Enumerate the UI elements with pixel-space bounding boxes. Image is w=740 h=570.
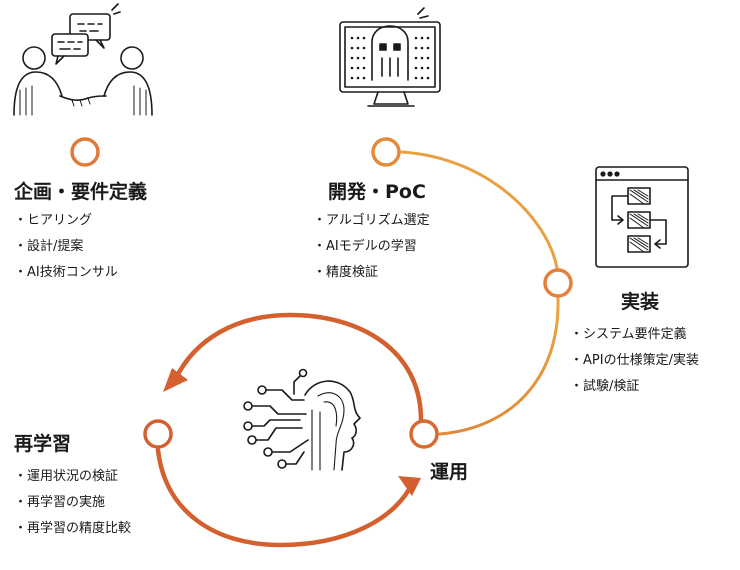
node-planning <box>70 137 100 167</box>
list-item: ・AIモデルの学習 <box>313 239 417 254</box>
list-item: ・設計/提案 <box>14 239 84 254</box>
stage-list-development: ・アルゴリズム選定 ・AIモデルの学習 ・精度検証 <box>313 208 430 286</box>
ai-head-circuit-icon <box>243 368 361 471</box>
cycle-lower-arc <box>155 447 416 548</box>
list-item: ・試験/検証 <box>570 379 640 394</box>
meeting-icon <box>13 3 153 116</box>
stage-title-implementation: 実装 <box>621 291 660 313</box>
path-development-implementation <box>400 150 559 270</box>
node-development <box>371 137 401 167</box>
stage-list-implementation: ・システム要件定義 ・APIの仕様策定/実装 ・試験/検証 <box>570 322 699 400</box>
list-item: ・運用状況の検証 <box>14 469 119 484</box>
stage-title-planning: 企画・要件定義 <box>14 181 148 203</box>
monitor-robot-icon <box>339 7 441 107</box>
list-item: ・システム要件定義 <box>570 327 687 342</box>
flowchart-window-icon <box>595 166 689 268</box>
stage-title-operation: 運用 <box>430 461 469 483</box>
stage-title-development: 開発・PoC <box>328 181 426 203</box>
process-path <box>98 150 560 436</box>
stage-nodes <box>70 137 573 449</box>
stage-title-retraining: 再学習 <box>14 433 72 455</box>
list-item: ・ヒアリング <box>14 213 93 228</box>
stage-list-retraining: ・運用状況の検証 ・再学習の実施 ・再学習の精度比較 <box>14 464 131 542</box>
stage-list-planning: ・ヒアリング ・設計/提案 ・AI技術コンサル <box>14 208 118 286</box>
list-item: ・再学習の実施 <box>14 495 106 510</box>
retraining-cycle <box>155 312 424 548</box>
list-item: ・再学習の精度比較 <box>14 521 132 536</box>
cycle-arrowhead-upper <box>163 368 188 392</box>
node-implementation <box>543 268 573 298</box>
list-item: ・精度検証 <box>313 265 379 280</box>
list-item: ・APIの仕様策定/実装 <box>570 353 699 368</box>
node-retraining <box>143 419 173 449</box>
path-implementation-operation <box>438 296 560 436</box>
list-item: ・アルゴリズム選定 <box>313 213 430 228</box>
list-item: ・AI技術コンサル <box>14 265 118 280</box>
cycle-arrowhead-lower <box>398 476 421 496</box>
node-operation <box>409 419 439 449</box>
cycle-upper-arc <box>173 312 424 423</box>
